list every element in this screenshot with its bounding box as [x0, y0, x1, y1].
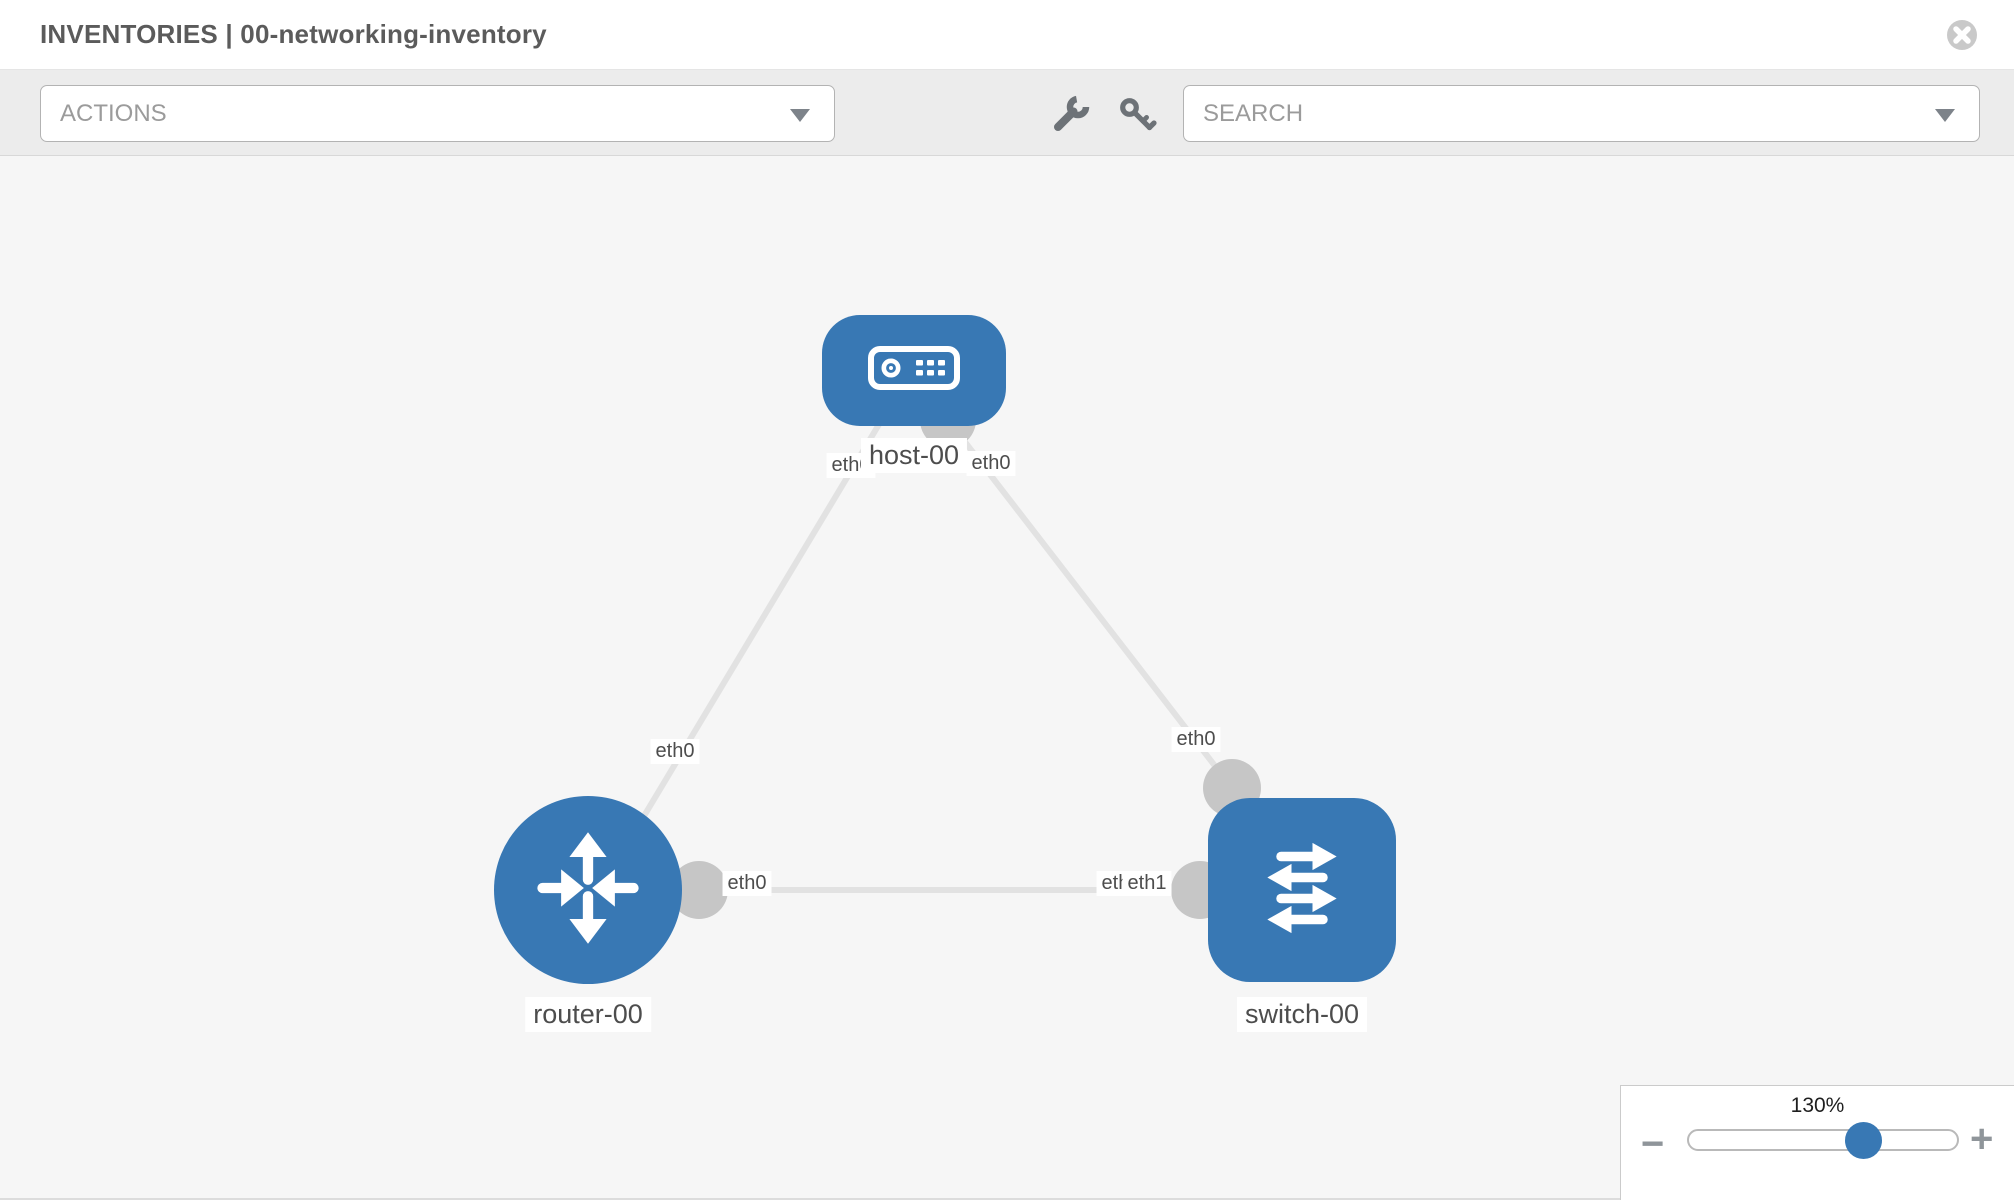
- iface-label-switch-eth1: eth1: [1122, 871, 1172, 896]
- node-switch-00[interactable]: [1208, 798, 1396, 982]
- zoom-out-button[interactable]: −: [1641, 1122, 1665, 1166]
- iface-label-host-eth0-right: eth0: [966, 451, 1016, 476]
- link-host-router[interactable]: [617, 404, 893, 858]
- topology-canvas[interactable]: eth0 eth0 eth0 eth0 eth0 eth0 eth1 host-…: [0, 156, 2014, 1200]
- header-bar: INVENTORIES | 00-networking-inventory: [0, 0, 2014, 70]
- circle-x-icon: [1946, 20, 1978, 54]
- node-label-switch-00: switch-00: [1236, 997, 1368, 1032]
- node-router-00[interactable]: [494, 796, 682, 984]
- wrench-tool-button[interactable]: [1050, 94, 1092, 136]
- chevron-down-icon: [790, 109, 810, 122]
- page-title: INVENTORIES | 00-networking-inventory: [40, 19, 547, 49]
- actions-dropdown-label: ACTIONS: [60, 100, 167, 127]
- iface-label-switch-eth0-top: eth0: [1171, 727, 1221, 752]
- close-button[interactable]: [1946, 19, 1978, 51]
- key-tool-button[interactable]: [1116, 94, 1158, 136]
- zoom-control-panel: 130% − +: [1620, 1085, 2014, 1200]
- key-icon: [1116, 98, 1158, 139]
- zoom-in-button[interactable]: +: [1970, 1117, 1994, 1161]
- wrench-icon: [1050, 95, 1092, 139]
- search-placeholder: SEARCH: [1203, 100, 1304, 127]
- search-dropdown[interactable]: SEARCH: [1183, 85, 1980, 142]
- iface-label-router-eth0-right: eth0: [722, 871, 772, 896]
- link-host-switch[interactable]: [945, 418, 1235, 790]
- node-label-host-00: host-00: [860, 438, 968, 473]
- chevron-down-icon: [1935, 109, 1955, 122]
- topology-links-layer: [617, 392, 1261, 919]
- router-icon: [526, 826, 650, 955]
- host-device-icon: [866, 341, 962, 400]
- node-host-00[interactable]: [822, 315, 1006, 426]
- actions-dropdown[interactable]: ACTIONS: [40, 85, 835, 142]
- iface-label-router-eth0: eth0: [650, 739, 700, 764]
- zoom-slider-track[interactable]: [1687, 1129, 1959, 1151]
- zoom-level-value: 130%: [1790, 1094, 1845, 1117]
- node-label-router-00: router-00: [525, 997, 651, 1032]
- zoom-slider-thumb[interactable]: [1845, 1122, 1882, 1159]
- switch-icon: [1239, 825, 1365, 956]
- toolbar: ACTIONS SEARCH: [0, 70, 2014, 156]
- port-router-right: [670, 861, 728, 919]
